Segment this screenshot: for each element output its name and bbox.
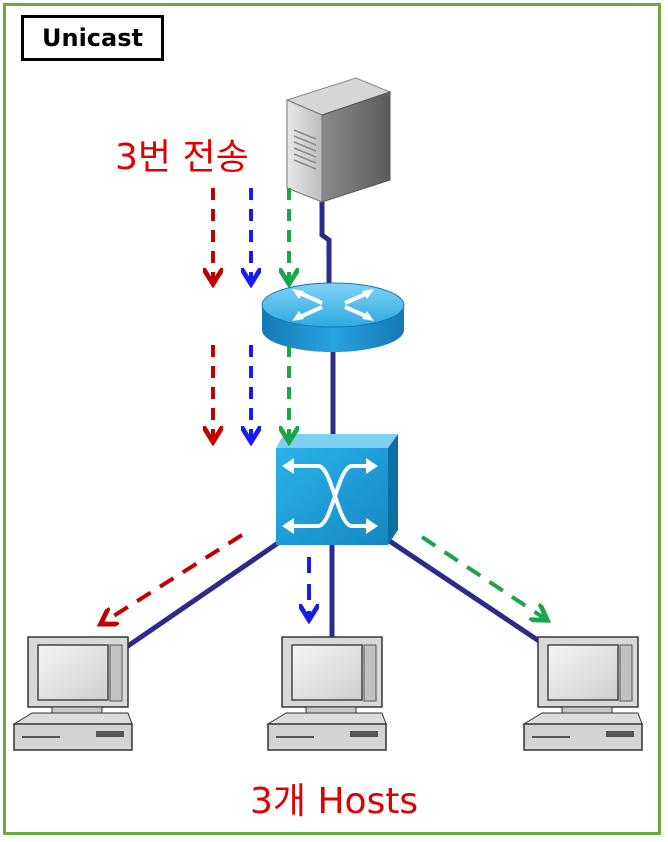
diagram-frame [3, 3, 661, 835]
host-right [522, 636, 643, 751]
host-center [266, 636, 387, 751]
switch-icon [276, 434, 398, 545]
arrows-router-to-switch [213, 345, 289, 438]
computer-icon [522, 636, 643, 751]
arrow-green-to-right-host [420, 535, 544, 618]
arrows-switch-to-hosts [104, 533, 544, 622]
link-switch-host-left [123, 540, 280, 651]
transmission-count-label: 3번 전송 [115, 137, 249, 178]
link-switch-host-right [386, 537, 547, 648]
host-count-label: 3개 Hosts [250, 781, 419, 822]
network-links [123, 195, 547, 651]
host-left [12, 636, 133, 751]
arrow-red-to-left-host [104, 533, 244, 622]
diagram-title: Unicast [21, 15, 164, 61]
link-server-router [319, 195, 332, 290]
router-icon [261, 282, 405, 352]
server-icon [285, 77, 392, 203]
computer-icon [266, 636, 387, 751]
computer-icon [12, 636, 133, 751]
arrows-server-to-router [213, 188, 289, 280]
